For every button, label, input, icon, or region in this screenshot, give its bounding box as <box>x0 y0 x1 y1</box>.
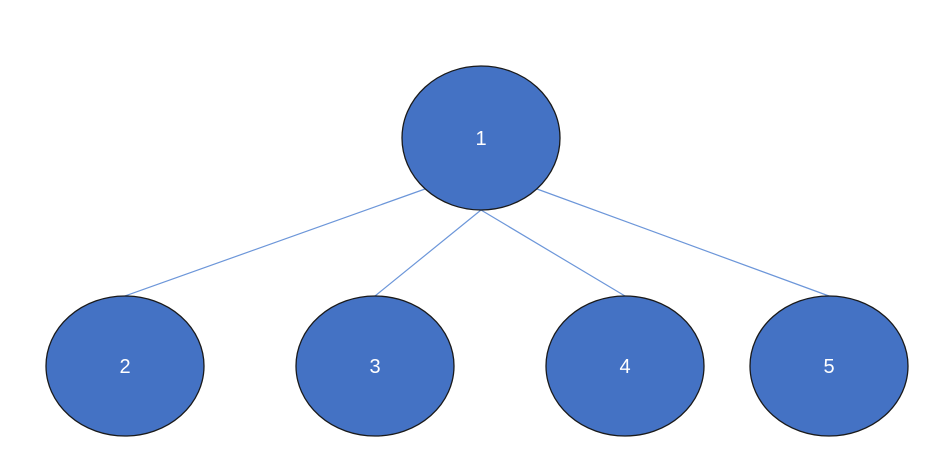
node-circle-4[interactable] <box>545 295 705 437</box>
tree-node-4[interactable]: 4 <box>545 295 705 437</box>
tree-node-5[interactable]: 5 <box>749 295 909 437</box>
tree-node-3[interactable]: 3 <box>295 295 455 437</box>
edge-connector-1-5[interactable] <box>536 188 830 297</box>
tree-node-2[interactable]: 2 <box>45 295 205 437</box>
edge-connector-1-2[interactable] <box>124 188 426 297</box>
node-circle-3[interactable] <box>295 295 455 437</box>
edge-connector-1-4[interactable] <box>480 209 626 297</box>
node-circle-2[interactable] <box>45 295 205 437</box>
tree-node-1[interactable]: 1 <box>401 65 561 211</box>
node-circle-1[interactable] <box>401 65 561 211</box>
edge-connector-1-3[interactable] <box>374 209 482 297</box>
node-circle-5[interactable] <box>749 295 909 437</box>
